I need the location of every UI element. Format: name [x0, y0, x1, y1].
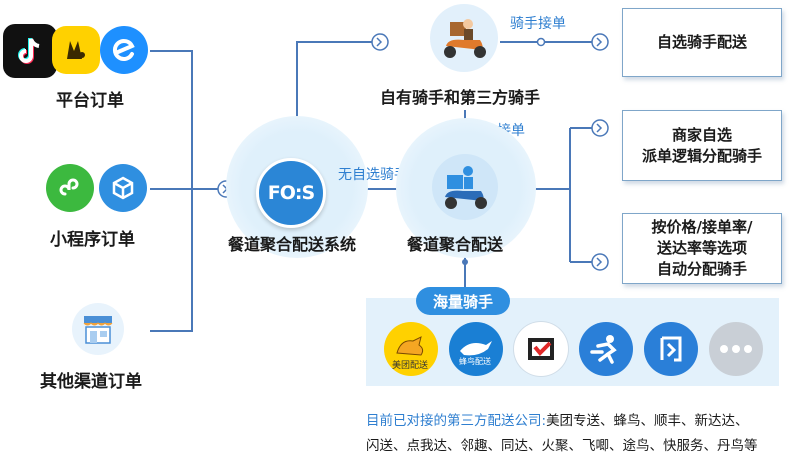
aggregate-label: 餐道聚合配送	[407, 235, 504, 254]
system-to-riders-line	[296, 41, 380, 120]
shansong-icon	[644, 322, 698, 376]
fos-logo: FO:S	[256, 158, 326, 228]
merchant-dispatch-box: 商家自选 派单逻辑分配骑手	[622, 110, 782, 181]
store-icon	[72, 303, 124, 355]
delivery-rider-icon	[432, 154, 498, 220]
mass-riders-tag: 海量骑手	[416, 287, 510, 315]
source-bracket-line	[150, 50, 193, 332]
miniprogram-orders-label: 小程序订单	[50, 230, 135, 250]
eleme-icon	[100, 26, 148, 74]
footer-line1: 目前已对接的第三方配送公司:美团专送、蜂鸟、顺丰、新达达、	[366, 409, 749, 429]
runner-icon	[579, 322, 633, 376]
footer-prefix: 目前已对接的第三方配送公司:	[366, 413, 547, 429]
miniprogram-icon	[46, 164, 94, 212]
fos-logo-text: FO:S	[267, 182, 315, 204]
auto-assign-box: 按价格/接单率/ 送达率等选项 自动分配骑手	[622, 213, 782, 284]
tiktok-icon	[3, 24, 57, 78]
self-select-text: 自选骑手配送	[656, 33, 747, 51]
auto-line2: 送达率等选项	[656, 239, 747, 257]
aggregate-to-outcomes-line	[510, 127, 600, 263]
platform-orders-label: 平台订单	[56, 91, 124, 111]
fengniao-text: 蜂鸟配送	[459, 357, 491, 366]
merchant-line1: 商家自选	[671, 125, 732, 144]
meituan-delivery-icon: 美团配送	[384, 322, 438, 376]
no-self-rider-label: 无自选骑手	[338, 167, 408, 183]
merchant-line2: 派单逻辑分配骑手	[641, 146, 762, 165]
footer-line1-rest: 美团专送、蜂鸟、顺丰、新达达、	[546, 413, 749, 429]
meituan-delivery-text: 美团配送	[392, 361, 429, 371]
auto-line3: 自动分配骑手	[656, 260, 747, 278]
footer-line2: 闪送、点我达、邻趣、同达、火聚、飞唧、途鸟、快服务、丹鸟等	[366, 438, 758, 454]
own-third-riders-label: 自有骑手和第三方骑手	[380, 88, 541, 107]
courier-scooter-icon	[430, 4, 498, 72]
auto-line1: 按价格/接单率/	[651, 218, 753, 236]
more-icon	[709, 322, 763, 376]
self-select-box: 自选骑手配送	[622, 8, 782, 77]
system-label: 餐道聚合配送系统	[228, 235, 357, 254]
other-channel-orders-label: 其他渠道订单	[40, 372, 142, 392]
fengniao-icon: 蜂鸟配送	[449, 322, 503, 376]
dada-icon	[514, 322, 568, 376]
rider-accept-label: 骑手接单	[510, 16, 566, 32]
meituan-rabbit-icon	[52, 26, 100, 74]
app-cube-icon	[99, 164, 147, 212]
